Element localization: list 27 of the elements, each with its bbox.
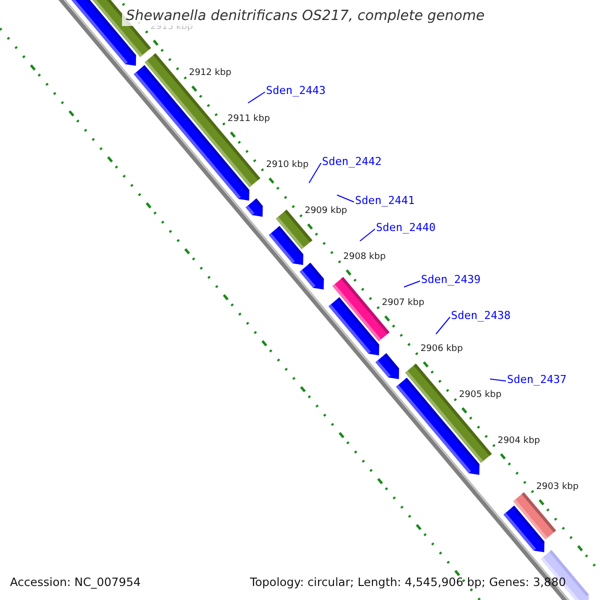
tick-label: 2910 kbp — [266, 160, 309, 170]
tick-label: 2911 kbp — [228, 114, 270, 124]
tick-label: 2909 kbp — [304, 206, 348, 216]
leader-line — [490, 378, 506, 382]
leader-line — [436, 316, 450, 334]
gene-label: Sden_2441 — [355, 194, 415, 207]
genome-summary-text: Topology: circular; Length: 4,545,906 bp; Genes: 3,880 — [250, 575, 566, 589]
gene-label: Sden_2437 — [507, 373, 567, 386]
gene-label: Sden_2443 — [266, 84, 326, 97]
tick-label: 2903 kbp — [536, 482, 579, 492]
tick-label: 2913 kbp — [150, 22, 193, 32]
leader-line — [360, 228, 376, 242]
tick-label: 2908 kbp — [343, 252, 386, 262]
leader-line — [336, 194, 354, 202]
tick-label: 2904 kbp — [498, 436, 540, 446]
gene-label: Sden_2440 — [376, 221, 436, 234]
tick-label: 2905 kbp — [459, 390, 502, 400]
gene-label: Sden_2438 — [451, 309, 511, 322]
gene-label: Sden_2442 — [322, 155, 382, 168]
tick-label: 2907 kbp — [382, 298, 424, 308]
leader-line — [404, 280, 420, 288]
accession-text: Accession: NC_007954 — [10, 575, 141, 589]
tick-label: 2906 kbp — [420, 344, 463, 354]
leader-line — [248, 92, 266, 104]
leader-line — [308, 162, 322, 184]
gene-label: Sden_2439 — [421, 273, 481, 286]
tick-label: 2912 kbp — [188, 68, 232, 78]
